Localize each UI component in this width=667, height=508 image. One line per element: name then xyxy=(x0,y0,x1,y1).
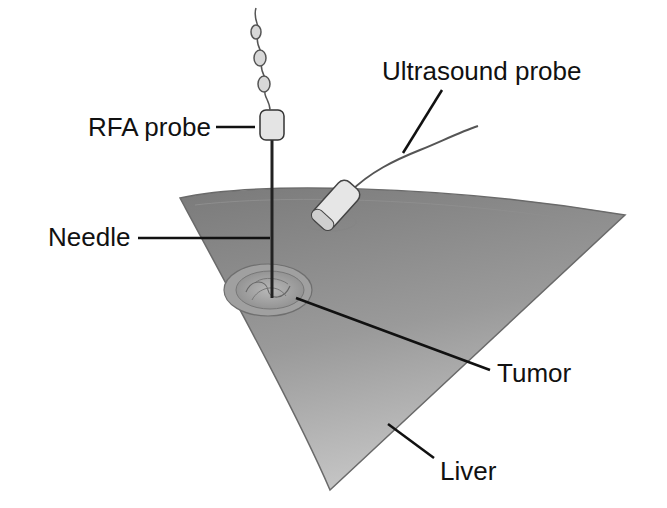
needle-shaft xyxy=(271,138,274,298)
part-label: RFA probe xyxy=(88,112,211,142)
rfa-probe-body xyxy=(260,110,284,140)
part-label: Tumor xyxy=(497,358,571,388)
leader-line xyxy=(216,126,255,129)
part-label: Ultrasound probe xyxy=(382,56,581,86)
rfa-wire xyxy=(251,8,270,110)
liver-shape xyxy=(180,188,625,490)
part-label: Needle xyxy=(48,222,130,252)
leader-line xyxy=(138,237,270,240)
tumor-shape xyxy=(224,264,312,316)
leader-lines xyxy=(138,90,490,458)
part-label: Liver xyxy=(440,456,496,486)
liver-shading xyxy=(195,199,590,222)
leader-line xyxy=(296,298,490,370)
leader-line xyxy=(388,424,434,458)
leader-line xyxy=(403,90,442,153)
ultrasound-probe xyxy=(309,177,363,233)
